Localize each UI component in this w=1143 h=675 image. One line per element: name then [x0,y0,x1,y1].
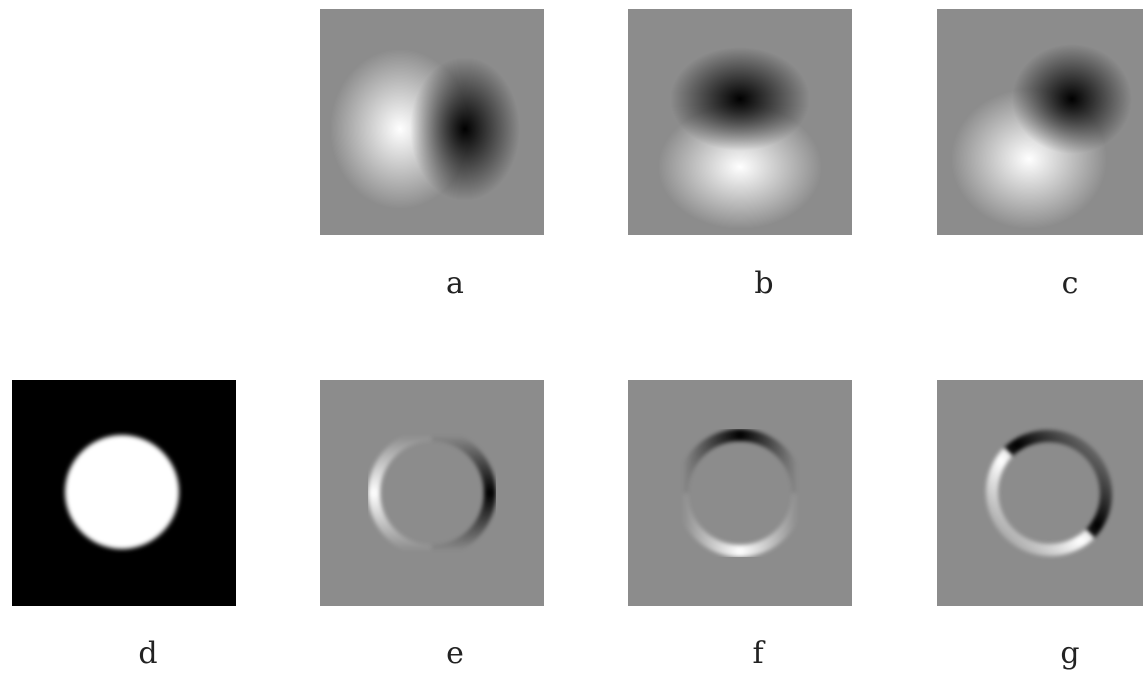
panel-a-gaussian-derivative-x [320,9,544,235]
panel-label-f: f [752,636,764,671]
panel-label-e: e [446,636,464,671]
panel-f-disk-edge-y [628,380,852,606]
panel-label-c: c [1061,266,1079,301]
panel-g-disk-edge-diagonal [937,380,1143,606]
panel-label-d: d [138,636,158,671]
panel-e-disk-edge-x [320,380,544,606]
panel-b-gaussian-derivative-y [628,9,852,235]
panel-d-white-disk [12,380,236,606]
panel-c-gaussian-derivative-diagonal [937,9,1143,235]
panel-label-a: a [446,266,464,301]
panel-label-g: g [1060,636,1080,671]
panel-label-b: b [754,266,774,301]
